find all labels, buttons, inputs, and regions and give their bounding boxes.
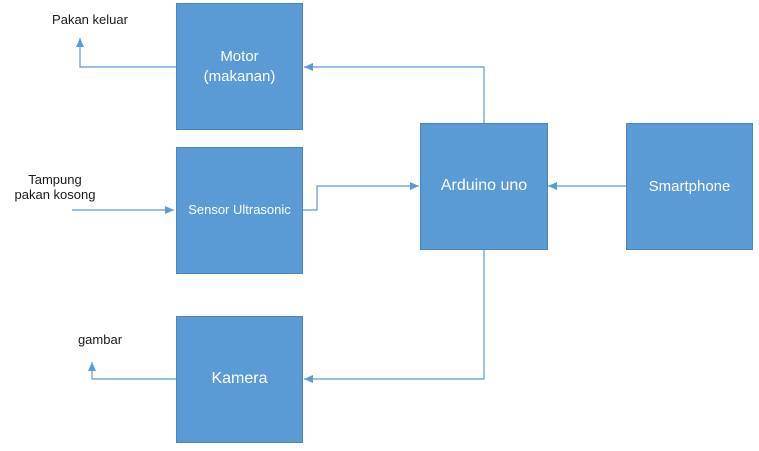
motor-block: Motor (makanan) — [176, 3, 303, 130]
connector-arduino-to-kamera — [304, 250, 485, 383]
connector-kamera-to-gambar — [88, 362, 176, 380]
arduino-uno-block: Arduino uno — [420, 123, 548, 250]
motor-block-label: Motor (makanan) — [203, 48, 276, 85]
smartphone-block: Smartphone — [626, 123, 753, 250]
pakan-keluar-label: Pakan keluar — [52, 12, 128, 27]
arduino-uno-label: Arduino uno — [440, 177, 528, 195]
smartphone-label: Smartphone — [648, 177, 731, 195]
connector-arduino-to-motor — [304, 63, 485, 123]
kamera-block: Kamera — [176, 316, 303, 443]
sensor-ultrasonic-label: Sensor Ultrasonic — [188, 202, 291, 218]
gambar-label: gambar — [77, 332, 123, 347]
sensor-ultrasonic-block: Sensor Ultrasonic — [176, 147, 303, 274]
tampung-pakan-kosong-label: Tampung pakan kosong — [14, 172, 96, 202]
connector-sensor-to-arduino — [302, 182, 419, 211]
connector-motor-to-pakan-keluar — [76, 38, 176, 68]
kamera-label: Kamera — [211, 370, 268, 388]
